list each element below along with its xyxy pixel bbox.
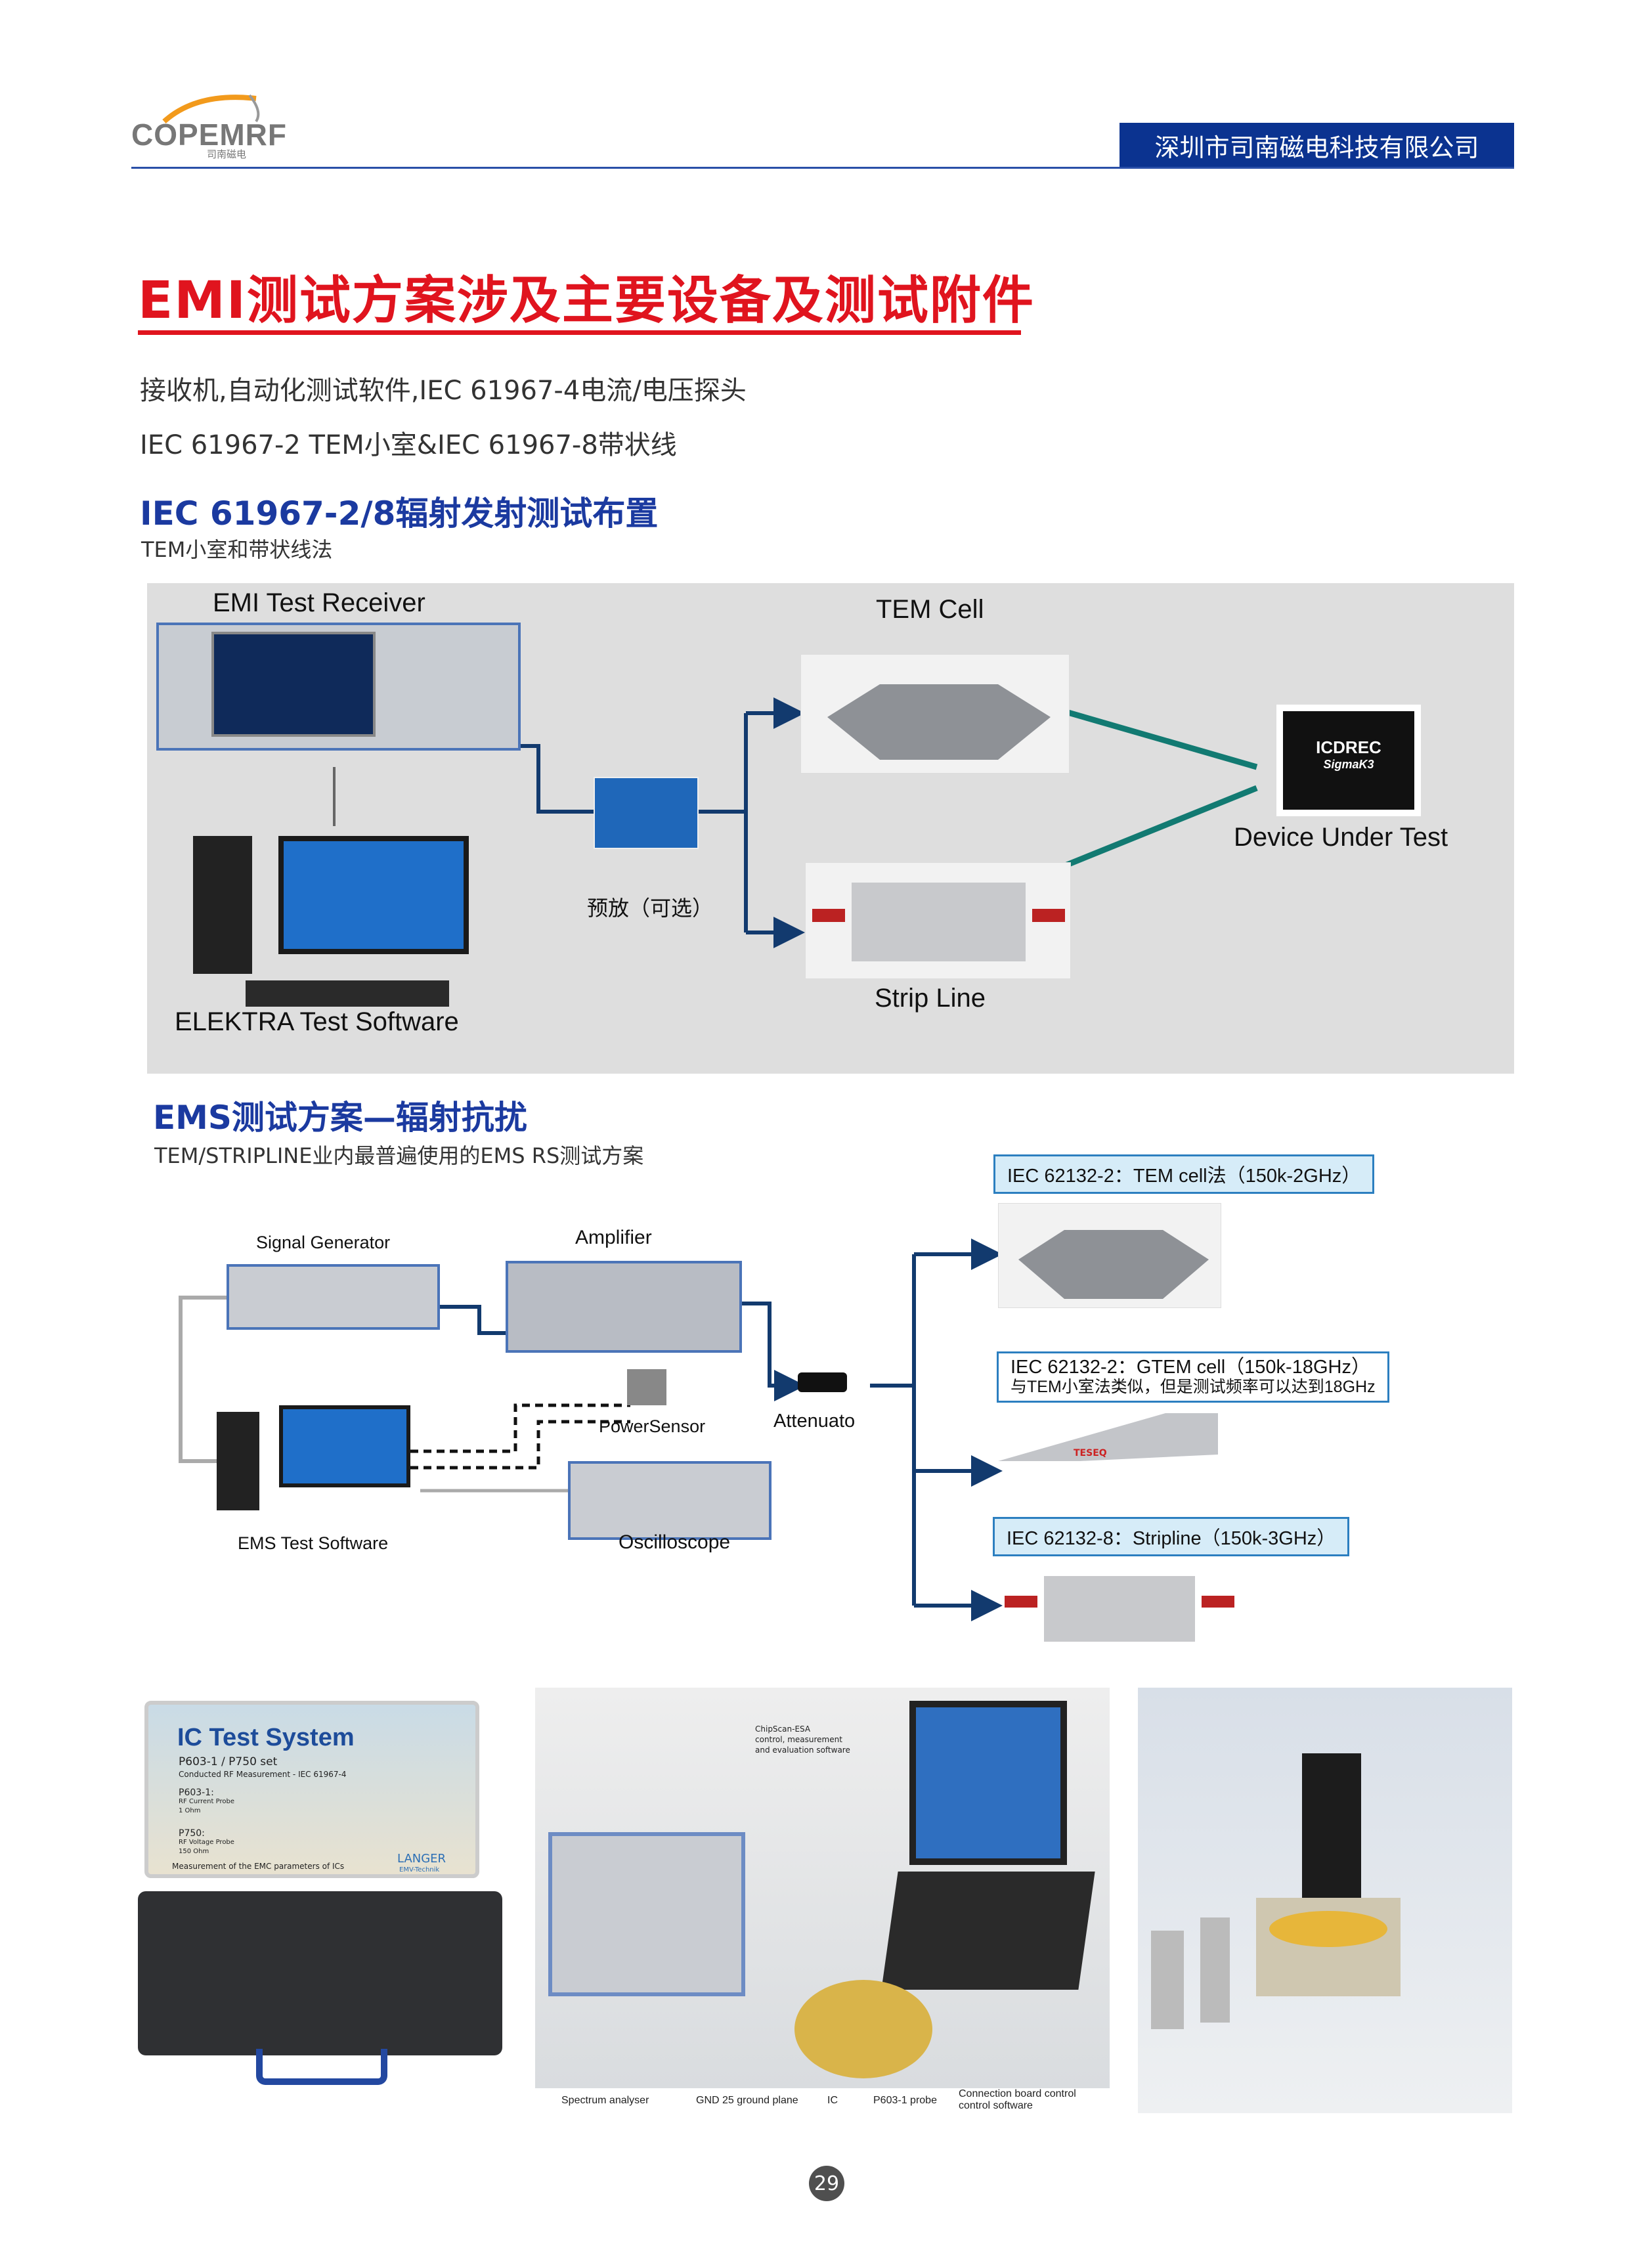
receiver-label: EMI Test Receiver (213, 588, 425, 617)
attenuator-label: Attenuato (773, 1411, 856, 1432)
power-sensor-image (627, 1369, 666, 1405)
power-sensor-label: PowerSensor (599, 1416, 706, 1436)
ic-test-set: P603-1 / P750 set (179, 1755, 278, 1768)
p750-name: P750: (179, 1828, 205, 1839)
caption-spectrum-analyser: Spectrum analyser (561, 2095, 649, 2106)
ems-subheading: TEM/STRIPLINE业内最普遍使用的EMS RS测试方案 (154, 1143, 644, 1168)
p603-ohm: 1 Ohm (179, 1807, 201, 1814)
page-title: EMI测试方案涉及主要设备及测试附件 (138, 271, 1035, 330)
ems-computer-image (217, 1405, 414, 1523)
tem-cell-label: TEM Cell (876, 595, 984, 624)
strip-line-image (805, 862, 1071, 979)
chip-model: SigmaK3 (1323, 758, 1374, 771)
logo-text: COPEMRF (131, 118, 287, 152)
amplifier-image (506, 1261, 742, 1353)
dut-chip-image: ICDREC SigmaK3 (1276, 705, 1421, 816)
method-gtem-note: 与TEM小室法类似，但是测试频率可以达到18GHz (1011, 1378, 1376, 1396)
caption-ic: IC (827, 2095, 838, 2106)
method-gtem-label: IEC 62132-2：GTEM cell（150k-18GHz） (1011, 1357, 1370, 1378)
ems-software-label: EMS Test Software (238, 1533, 389, 1553)
oscilloscope-label: Oscilloscope (619, 1531, 731, 1553)
ic-test-p603: P603-1:RF Current Probe 1 Ohm (179, 1788, 234, 1816)
method-stripline: IEC 62132-8：Stripline（150k-3GHz） (993, 1517, 1350, 1556)
computer-image (193, 836, 469, 1013)
caption-probe: P603-1 probe (873, 2095, 937, 2106)
gtem-brand: TESEQ (1074, 1448, 1107, 1458)
software-note-2: control, measurement (755, 1735, 842, 1744)
caption-connection-board: Connection board control control softwar… (959, 2088, 1076, 2111)
attenuator-image (798, 1372, 847, 1392)
ic-test-system-photo: IC Test System P603-1 / P750 set Conduct… (138, 1694, 506, 2108)
tem-cell-image (800, 654, 1070, 774)
emi-diagram: EMI Test Receiver 预放（可选） TEM Cell ICDREC… (147, 583, 1514, 1074)
signal-generator-image (227, 1264, 440, 1330)
intro-line-2: IEC 61967-2 TEM小室&IEC 61967-8带状线 (140, 430, 677, 460)
ems-connections (179, 1238, 1003, 1621)
langer-brand: LANGER (397, 1852, 446, 1866)
dut-label: Device Under Test (1234, 823, 1448, 852)
oscilloscope-image (568, 1461, 772, 1540)
preamp-label: 预放（可选） (587, 896, 714, 920)
emi-heading: IEC 61967-2/8辐射发射测试布置 (140, 494, 659, 533)
p603-name: P603-1: (179, 1787, 214, 1798)
preamp-image (594, 777, 699, 849)
logo: COPEMRF 司南磁电 (131, 92, 286, 161)
ems-stripline-image (1005, 1560, 1234, 1648)
receiver-image (156, 623, 521, 751)
software-label: ELEKTRA Test Software (175, 1007, 459, 1036)
logo-swoosh-icon (162, 94, 260, 123)
intro-line-1: 接收机,自动化测试软件,IEC 61967-4电流/电压探头 (140, 376, 747, 406)
ic-test-desc: Conducted RF Measurement - IEC 61967-4 (179, 1770, 347, 1779)
signal-generator-label: Signal Generator (256, 1233, 391, 1252)
ic-test-p750: P750:RF Voltage Probe 150 Ohm (179, 1829, 234, 1856)
method-tem-cell: IEC 62132-2：TEM cell法（150k-2GHz） (993, 1154, 1375, 1194)
company-banner: 深圳市司南磁电科技有限公司 (1119, 123, 1514, 167)
ic-measurement-setup-photo: ChipScan-ESA control, measurement and ev… (535, 1688, 1110, 2115)
emi-subheading: TEM小室和带状线法 (141, 537, 333, 562)
logo-sub: 司南磁电 (207, 148, 247, 160)
software-note: ChipScan-ESA control, measurement and ev… (755, 1724, 850, 1755)
chip-brand: ICDREC (1316, 737, 1381, 757)
caption-ground-plane: GND 25 ground plane (696, 2095, 798, 2106)
gtem-cell-image: TESEQ (995, 1412, 1221, 1471)
p603-type: RF Current Probe (179, 1798, 234, 1805)
ic-test-title: IC Test System (177, 1724, 355, 1751)
langer-sub: EMV-Technik (399, 1866, 440, 1874)
p750-ohm: 150 Ohm (179, 1848, 209, 1855)
method-gtem-cell: IEC 62132-2：GTEM cell（150k-18GHz） 与TEM小室… (997, 1351, 1389, 1403)
software-note-1: ChipScan-ESA (755, 1724, 811, 1734)
amplifier-label: Amplifier (575, 1227, 652, 1248)
ic-scanner-photo (1138, 1688, 1512, 2113)
ems-heading: EMS测试方案—辐射抗扰 (153, 1099, 527, 1137)
title-underline (138, 330, 1021, 335)
ems-tem-cell-image (998, 1203, 1221, 1308)
p750-type: RF Voltage Probe (179, 1839, 234, 1846)
ic-test-footer: Measurement of the EMC parameters of ICs (172, 1862, 345, 1871)
page-number-text: 29 (814, 2172, 840, 2195)
software-note-3: and evaluation software (755, 1745, 850, 1755)
page-number: 29 (809, 2166, 844, 2201)
header-divider (131, 167, 1514, 169)
strip-line-label: Strip Line (875, 984, 986, 1013)
